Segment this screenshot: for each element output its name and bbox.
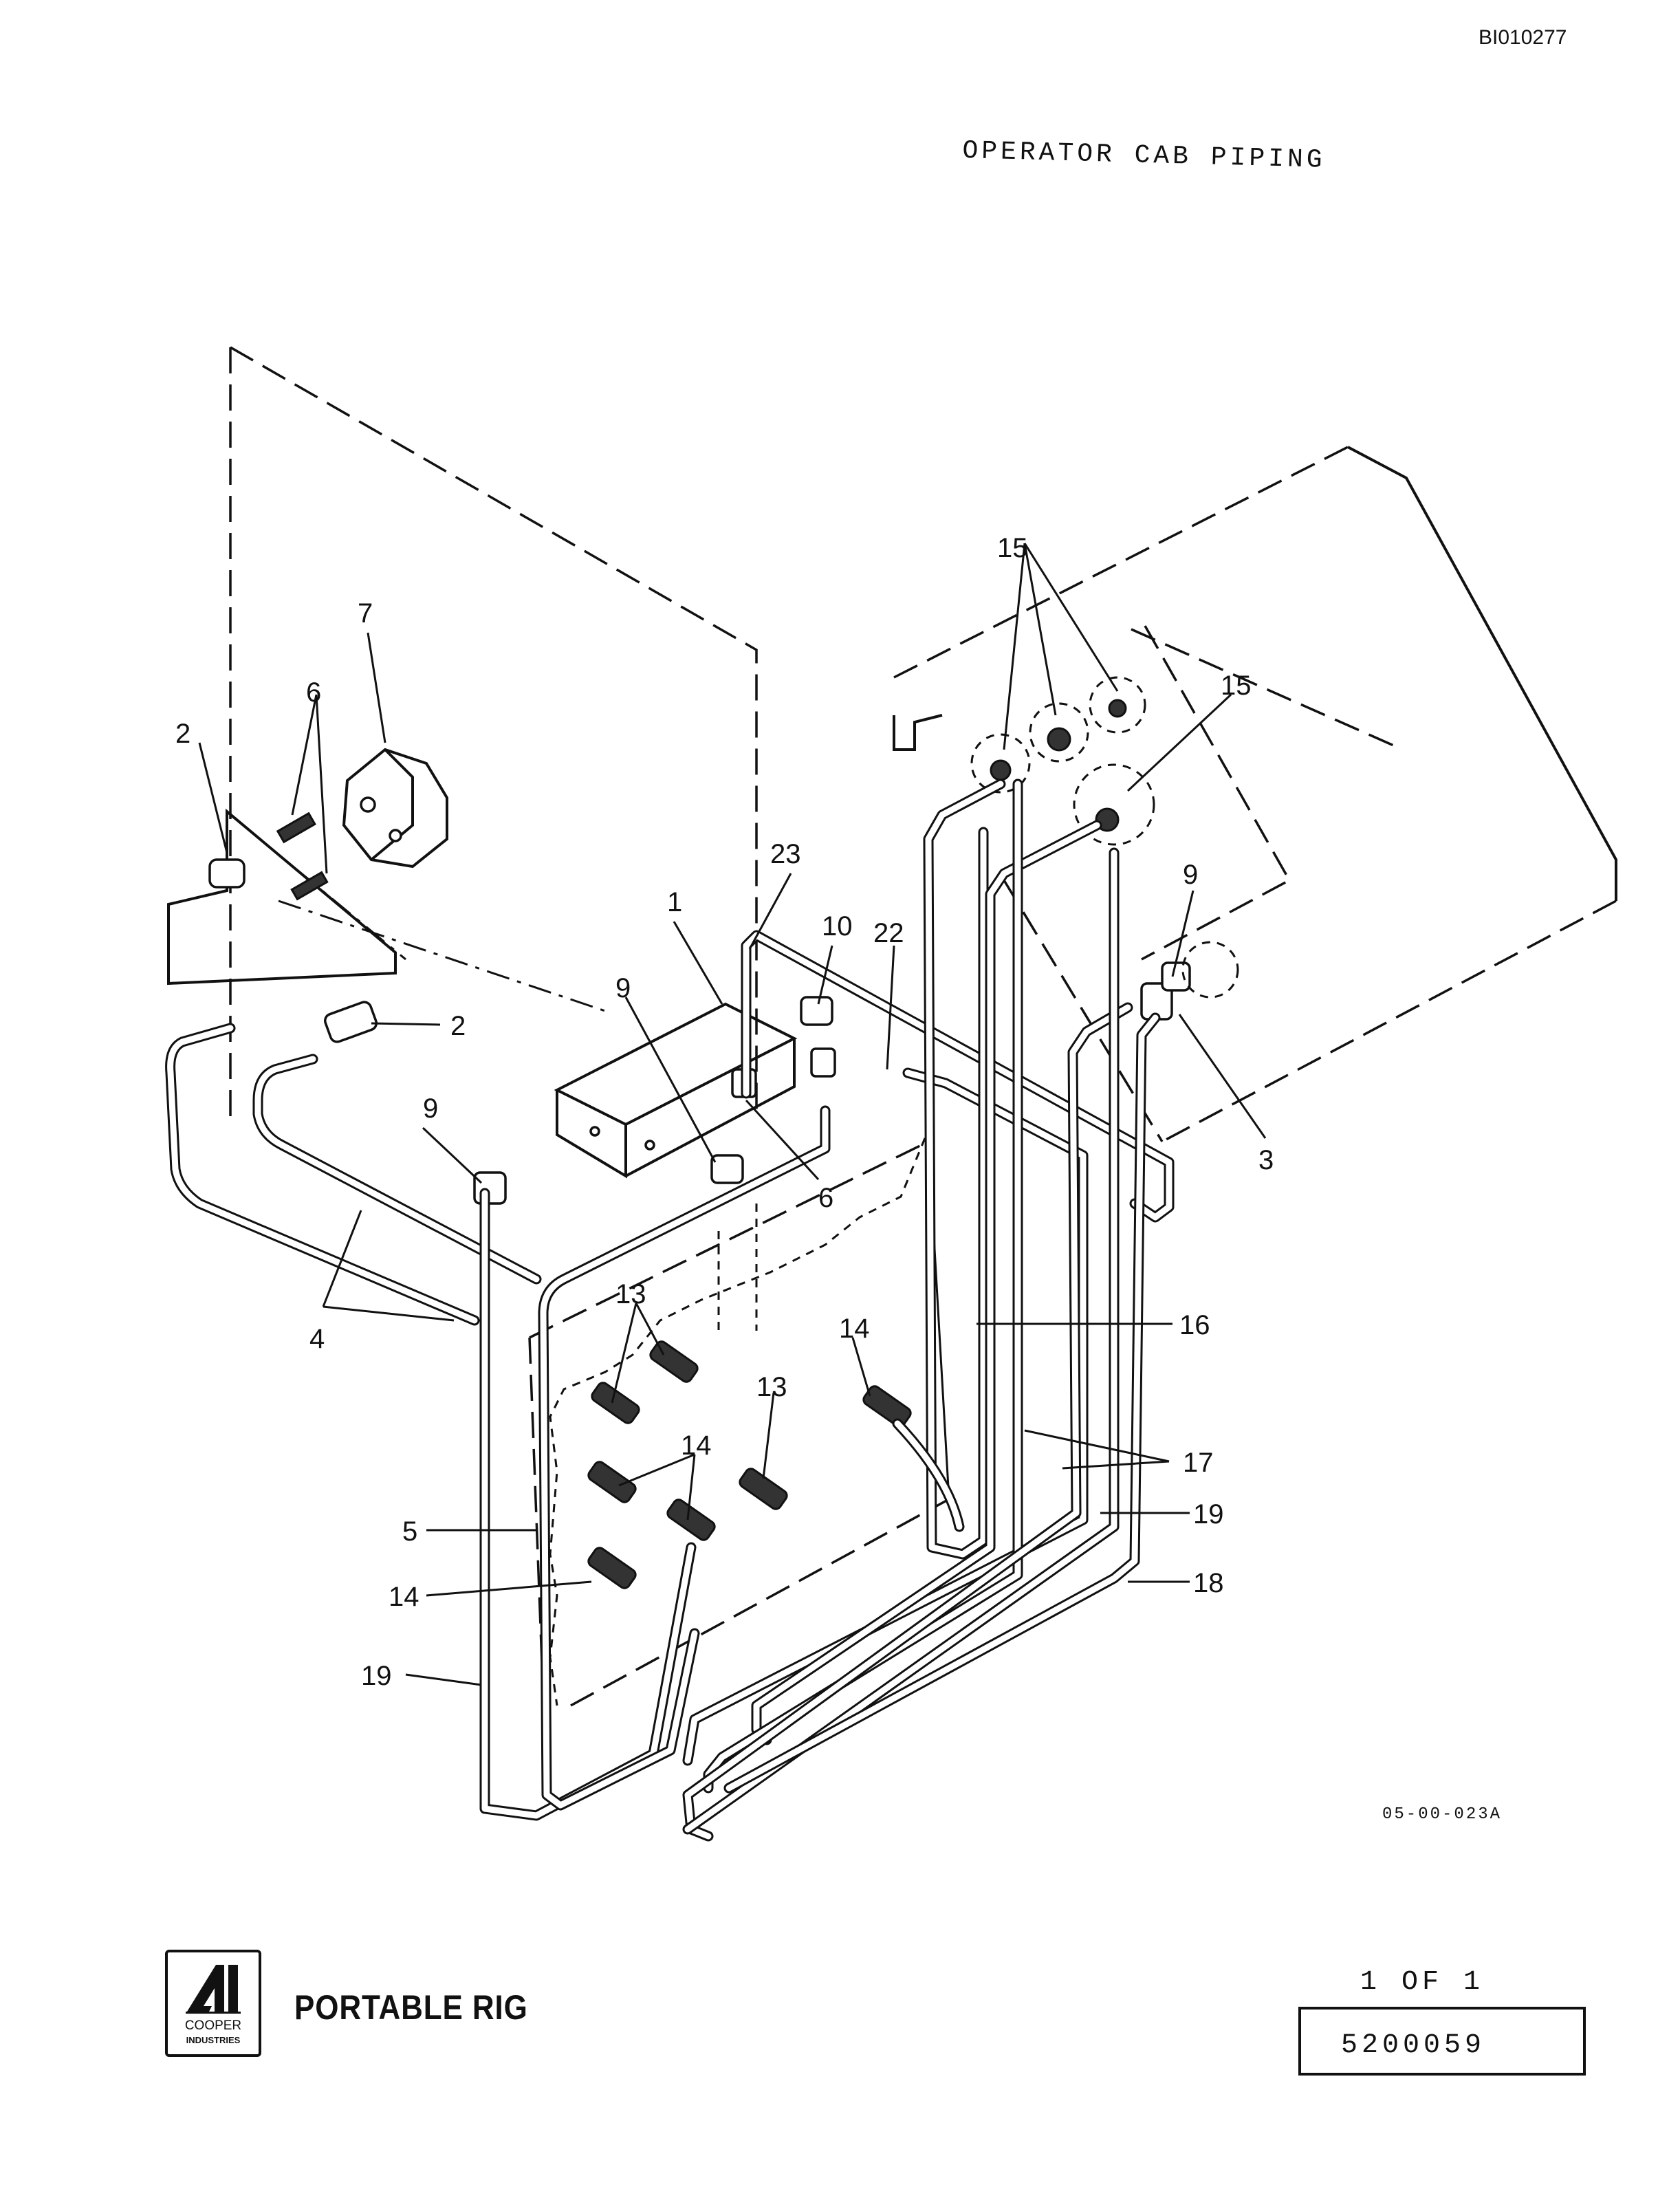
callout-19: 19 bbox=[361, 1661, 392, 1691]
callout-labels: 15 15 7 6 2 2 23 1 10 22 9 9 9 6 3 4 13 … bbox=[175, 533, 1274, 1691]
document-id: BI010277 bbox=[1479, 26, 1567, 49]
product-name: PORTABLE RIG bbox=[294, 1988, 528, 2027]
leader-lines bbox=[198, 543, 1267, 1686]
callout-13: 13 bbox=[756, 1372, 787, 1402]
valve-block bbox=[554, 1002, 798, 1179]
callout-15: 15 bbox=[1221, 671, 1252, 701]
callout-9: 9 bbox=[615, 973, 631, 1003]
part-number: 5200059 bbox=[1341, 2030, 1486, 2061]
part-number-box bbox=[1298, 2007, 1586, 2076]
callout-9: 9 bbox=[423, 1093, 438, 1124]
tubing bbox=[479, 778, 1175, 1842]
callout-14: 14 bbox=[389, 1582, 419, 1612]
callout-4: 4 bbox=[309, 1324, 325, 1354]
callout-6: 6 bbox=[306, 677, 321, 708]
callout-10: 10 bbox=[822, 911, 853, 941]
callout-5: 5 bbox=[402, 1516, 417, 1547]
callout-7: 7 bbox=[358, 598, 373, 629]
callout-15: 15 bbox=[997, 533, 1028, 563]
callout-16: 16 bbox=[1179, 1310, 1210, 1340]
callout-1: 1 bbox=[667, 887, 682, 917]
callout-17: 17 bbox=[1183, 1448, 1214, 1478]
sheet-count: 1 OF 1 bbox=[1360, 1967, 1485, 1998]
callout-3: 3 bbox=[1258, 1145, 1274, 1175]
logo-mark-icon bbox=[186, 1965, 241, 2014]
left-bracket bbox=[167, 808, 397, 985]
fittings bbox=[208, 812, 1191, 1205]
callout-18: 18 bbox=[1193, 1568, 1224, 1598]
cooper-industries-logo: COOPER INDUSTRIES bbox=[165, 1950, 261, 2057]
callout-6: 6 bbox=[818, 1183, 833, 1213]
callout-14: 14 bbox=[839, 1314, 870, 1344]
callout-14: 14 bbox=[681, 1430, 712, 1461]
hoses bbox=[165, 1023, 542, 1326]
pressure-switch bbox=[342, 748, 448, 869]
callout-2: 2 bbox=[175, 719, 190, 749]
callout-23: 23 bbox=[770, 839, 801, 869]
callout-9: 9 bbox=[1183, 860, 1198, 890]
logo-subtext: INDUSTRIES bbox=[186, 2035, 241, 2045]
console-outline bbox=[893, 446, 1617, 1143]
drawing-reference-code: 05-00-023A bbox=[1382, 1805, 1503, 1824]
callout-22: 22 bbox=[873, 918, 904, 948]
wire-harness bbox=[549, 1137, 926, 1706]
logo-text: COOPER bbox=[184, 2018, 242, 2033]
callout-19: 19 bbox=[1193, 1499, 1224, 1529]
callout-13: 13 bbox=[615, 1279, 646, 1309]
callout-2: 2 bbox=[450, 1011, 466, 1041]
